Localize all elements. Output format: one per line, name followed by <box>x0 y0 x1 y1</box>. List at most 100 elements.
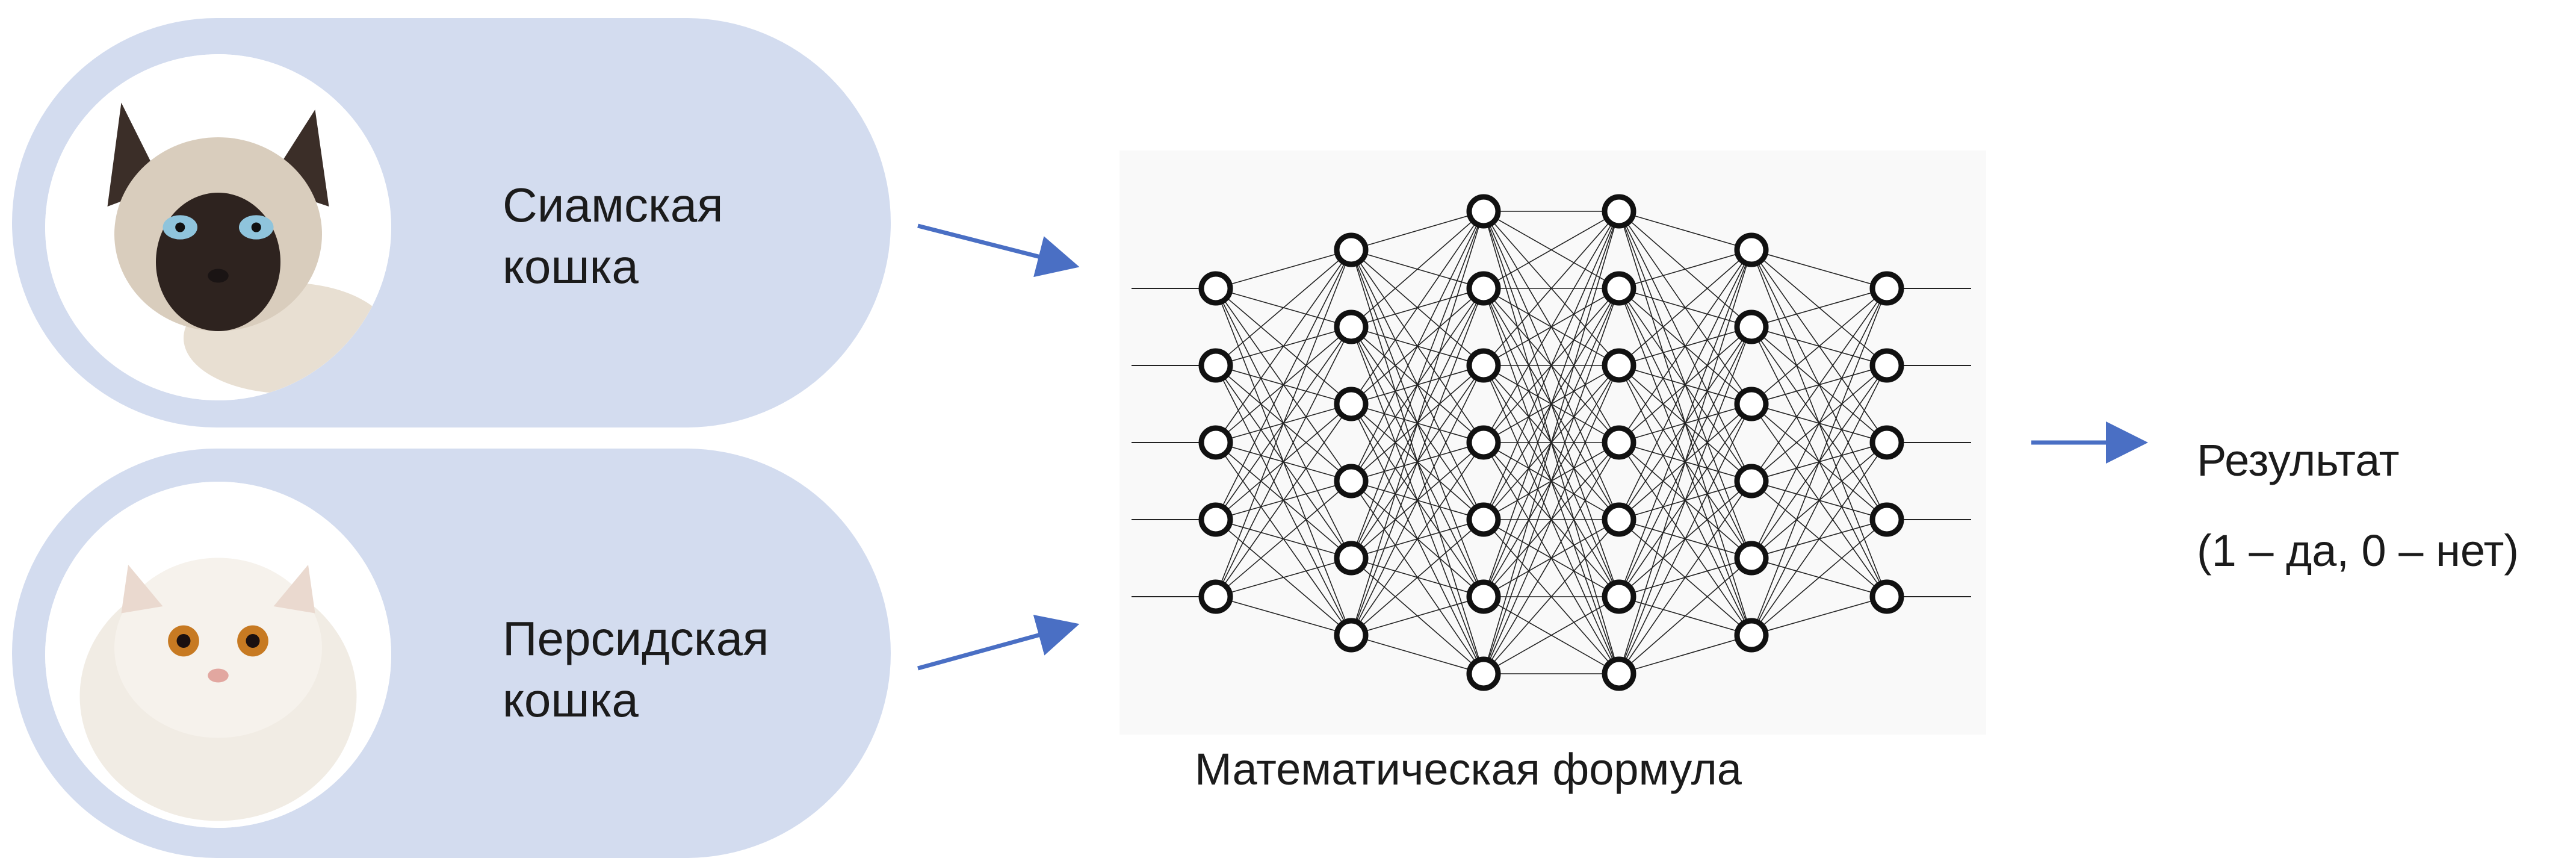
edge-l3-6-1 <box>1618 326 1752 674</box>
neural-network-svg <box>1132 194 1971 691</box>
node-layer4-0 <box>1734 232 1769 267</box>
node-layer5-0 <box>1869 271 1904 306</box>
edge-l3-4-0 <box>1618 249 1752 520</box>
node-layer4-5 <box>1734 618 1769 653</box>
node-layer0-3 <box>1198 502 1233 537</box>
edge-l0-2-0 <box>1215 249 1352 443</box>
edge-l2-4-0 <box>1483 211 1620 520</box>
neural-network-diagram <box>1119 151 1986 735</box>
node-layer2-4 <box>1466 502 1501 537</box>
edge-l3-0-0 <box>1618 211 1752 250</box>
result-line2: (1 – да, 0 – нет) <box>2197 526 2519 576</box>
node-layer5-1 <box>1869 348 1904 383</box>
node-layer0-0 <box>1198 271 1233 306</box>
edge-l4-5-0 <box>1751 288 1887 636</box>
edge-l0-4-1 <box>1215 326 1352 597</box>
edge-l3-6-5 <box>1618 635 1752 674</box>
node-layer3-1 <box>1602 271 1636 306</box>
edge-l0-4-4 <box>1215 558 1352 597</box>
edge-l4-5-2 <box>1751 442 1887 636</box>
persian-cat-photo <box>45 482 391 828</box>
node-layer5-2 <box>1869 425 1904 460</box>
node-layer3-6 <box>1602 656 1636 691</box>
edge-l3-5-0 <box>1618 249 1752 597</box>
edge-l2-6-5 <box>1483 596 1620 674</box>
node-layer2-6 <box>1466 656 1501 691</box>
edge-l4-2-0 <box>1751 288 1887 405</box>
node-layer3-0 <box>1602 194 1636 229</box>
edge-l2-3-0 <box>1483 211 1620 443</box>
edge-l1-5-0 <box>1351 211 1484 636</box>
edge-l4-5-3 <box>1751 519 1887 636</box>
edge-l1-5-4 <box>1351 519 1484 636</box>
network-caption: Математическая формула <box>1195 744 1742 794</box>
arrow-persian-to-network <box>917 615 1080 671</box>
node-layer2-0 <box>1466 194 1501 229</box>
node-layer4-2 <box>1734 387 1769 421</box>
siamese-label-line1: Сиамская <box>503 178 723 232</box>
edge-l2-1-0 <box>1483 211 1620 289</box>
edge-l1-3-0 <box>1351 211 1484 482</box>
node-layer4-1 <box>1734 309 1769 344</box>
edge-l1-1-0 <box>1351 211 1484 328</box>
edge-l3-2-0 <box>1618 249 1752 366</box>
edge-l4-0-0 <box>1751 249 1887 289</box>
edge-l3-6-2 <box>1618 403 1752 674</box>
edge-l2-6-3 <box>1483 442 1620 674</box>
edge-l1-2-0 <box>1351 211 1484 405</box>
node-layer1-5 <box>1334 618 1369 653</box>
edge-l2-6-1 <box>1483 288 1620 674</box>
edge-l4-1-0 <box>1751 288 1887 328</box>
edge-l3-1-0 <box>1618 249 1752 289</box>
edge-l1-5-3 <box>1351 442 1484 636</box>
edge-l3-6-3 <box>1618 480 1752 674</box>
node-layer3-2 <box>1602 348 1636 383</box>
edge-l1-5-6 <box>1351 635 1484 674</box>
result-line1: Результат <box>2197 435 2400 485</box>
edge-l2-5-0 <box>1483 211 1620 597</box>
node-layer1-2 <box>1334 387 1369 421</box>
node-layer0-1 <box>1198 348 1233 383</box>
edge-l0-4-3 <box>1215 480 1352 597</box>
node-layer5-3 <box>1869 502 1904 537</box>
persian-label-line2: кошка <box>503 673 639 727</box>
node-layer2-1 <box>1466 271 1501 306</box>
edge-l0-1-0 <box>1215 249 1352 366</box>
edge-l2-2-0 <box>1483 211 1620 366</box>
edge-l3-6-4 <box>1618 558 1752 674</box>
node-layer1-4 <box>1334 541 1369 576</box>
siamese-label-line2: кошка <box>503 240 639 293</box>
edge-l0-4-5 <box>1215 596 1352 636</box>
edge-l2-6-2 <box>1483 365 1620 674</box>
node-layer2-5 <box>1466 579 1501 614</box>
persian-label-line1: Персидская <box>503 612 769 665</box>
node-layer3-5 <box>1602 579 1636 614</box>
node-layer2-2 <box>1466 348 1501 383</box>
edge-l4-4-0 <box>1751 288 1887 559</box>
persian-label: Персидская кошка <box>503 608 769 731</box>
node-layer3-3 <box>1602 425 1636 460</box>
node-layer0-4 <box>1198 579 1233 614</box>
arrow-siamese-to-network <box>917 223 1080 278</box>
edge-l1-5-5 <box>1351 596 1484 636</box>
edge-l2-6-4 <box>1483 519 1620 674</box>
node-layer1-1 <box>1334 309 1369 344</box>
edge-l0-4-2 <box>1215 403 1352 597</box>
edge-l1-5-2 <box>1351 365 1484 636</box>
result-label: Результат (1 – да, 0 – нет) <box>2197 415 2519 596</box>
edge-l0-3-0 <box>1215 249 1352 520</box>
edge-l0-4-0 <box>1215 249 1352 597</box>
edge-l0-0-0 <box>1215 249 1352 289</box>
node-layer3-4 <box>1602 502 1636 537</box>
edge-l1-5-1 <box>1351 288 1484 636</box>
edge-l3-3-0 <box>1618 249 1752 443</box>
edge-l2-6-0 <box>1483 211 1620 674</box>
edge-l4-5-1 <box>1751 365 1887 636</box>
node-layer4-4 <box>1734 541 1769 576</box>
node-layer1-3 <box>1334 464 1369 499</box>
node-layer0-2 <box>1198 425 1233 460</box>
edge-l4-5-4 <box>1751 596 1887 636</box>
node-layer5-4 <box>1869 579 1904 614</box>
edge-l3-6-0 <box>1618 249 1752 674</box>
edge-l4-3-0 <box>1751 288 1887 482</box>
